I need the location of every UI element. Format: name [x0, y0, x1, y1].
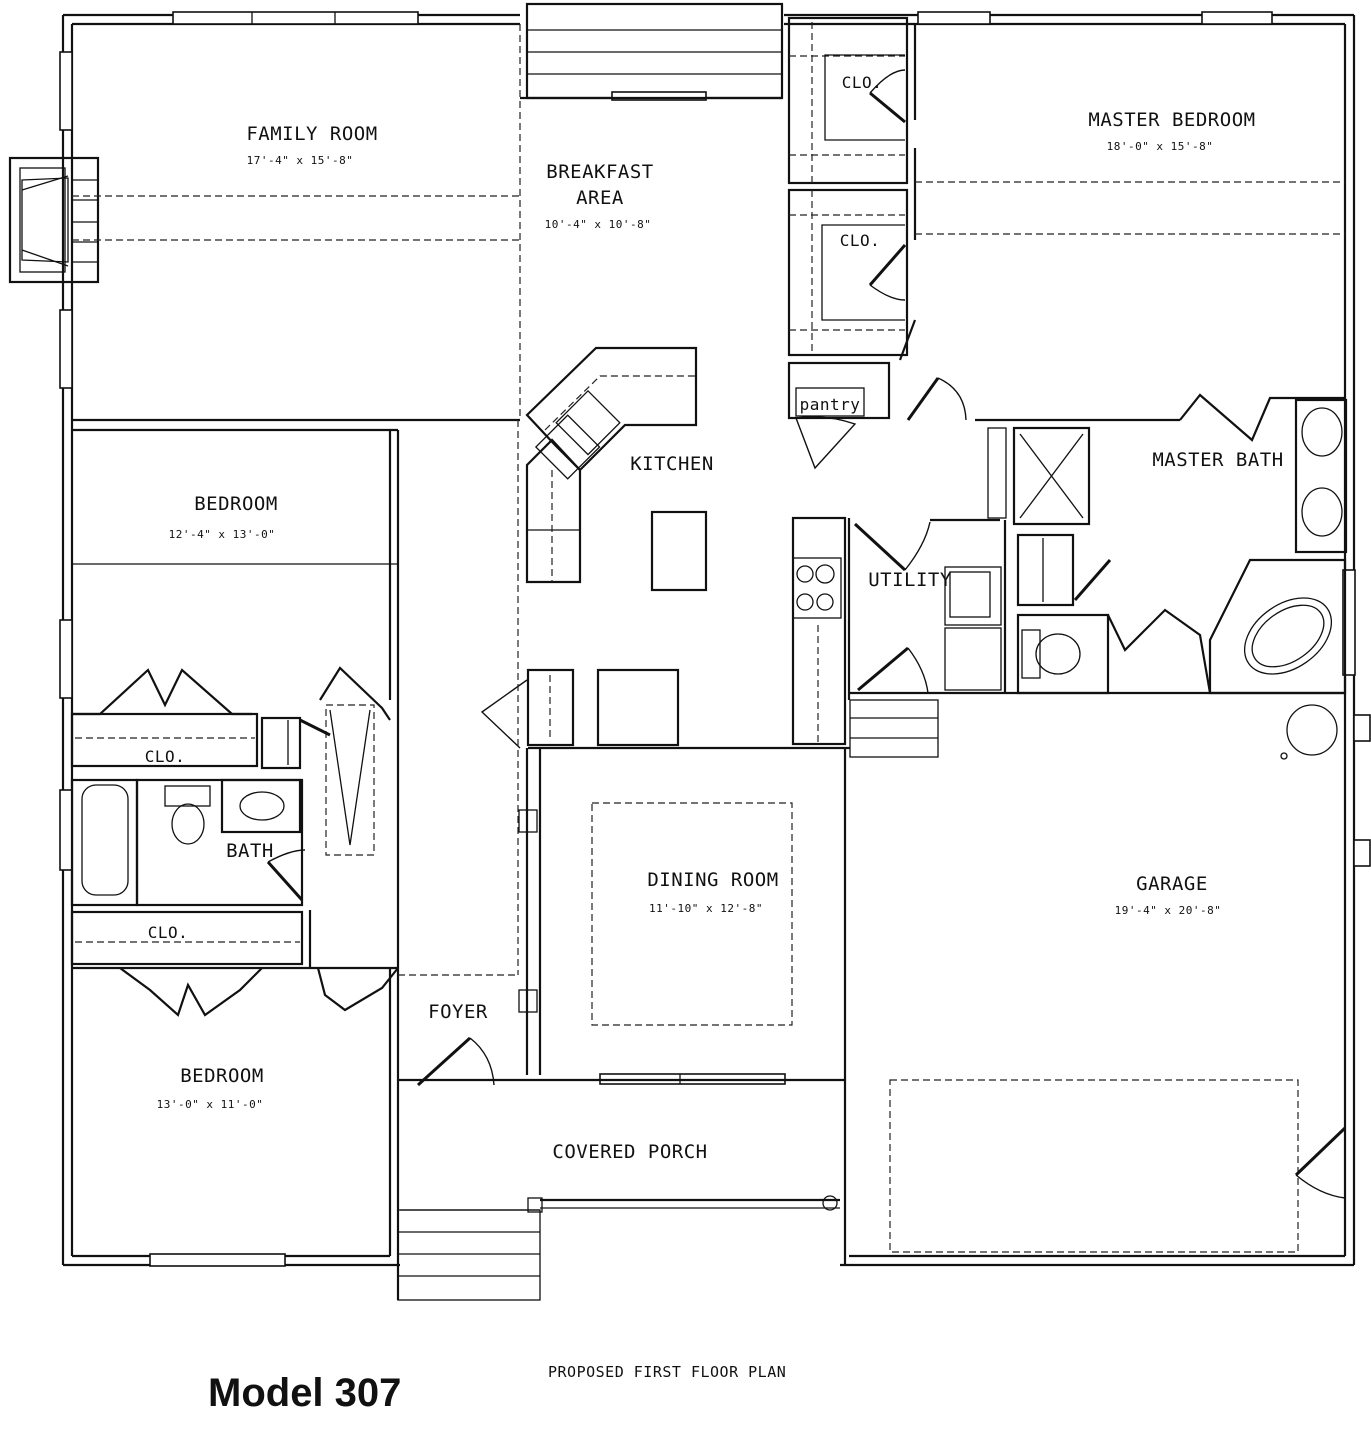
toilet-tank	[164, 785, 211, 807]
water-heater	[1286, 704, 1338, 756]
garage: GARAGE 19'-4" x 20'-8"	[849, 699, 1347, 1253]
fireplace	[8, 156, 100, 284]
dining-room-label: DINING ROOM	[647, 869, 778, 891]
family-room: FAMILY ROOM 17'-4" x 15'-8"	[72, 24, 521, 422]
master-bedroom: MASTER BEDROOM 18'-0" x 15'-8"	[898, 24, 1345, 442]
breakfast-area-dims: 10'-4" x 10'-8"	[545, 218, 652, 231]
dining-room-dims: 11'-10" x 12'-8"	[649, 902, 763, 915]
master-closets: CLO. CLO. pantry	[787, 16, 909, 470]
bedroom-2-dims: 13'-0" x 11'-0"	[157, 1098, 264, 1111]
closet-bed-2-label: CLO.	[148, 923, 189, 942]
breakfast-area: BREAKFAST AREA 10'-4" x 10'-8"	[520, 2, 784, 231]
garage-label: GARAGE	[1136, 873, 1208, 895]
garage-steps	[849, 699, 939, 758]
car-outline	[889, 1079, 1299, 1253]
bedroom-1-dims: 12'-4" x 13'-0"	[169, 528, 276, 541]
kitchen-island	[650, 510, 708, 592]
master-bedroom-dims: 18'-0" x 15'-8"	[1107, 140, 1214, 153]
plan-subtitle: PROPOSED FIRST FLOOR PLAN	[548, 1363, 786, 1381]
porch-column	[822, 1195, 838, 1211]
hall-bath-block: CLO. BATH CLO.	[70, 666, 399, 1017]
vanity	[220, 778, 302, 834]
linen-closet	[325, 704, 375, 856]
toilet	[171, 803, 205, 845]
family-room-label: FAMILY ROOM	[246, 123, 377, 145]
porch-column	[527, 1197, 543, 1213]
kitchen-counter-corner	[525, 346, 698, 472]
utility: UTILITY	[847, 518, 1345, 700]
foyer: FOYER	[398, 420, 845, 1087]
breakfast-area-label-2: AREA	[576, 187, 624, 209]
washer	[944, 627, 1002, 691]
porch-steps	[397, 1209, 541, 1301]
bedroom-2: BEDROOM 13'-0" x 11'-0"	[72, 966, 398, 1256]
master-bedroom-label: MASTER BEDROOM	[1088, 109, 1255, 131]
closet-master-1-label: CLO.	[842, 73, 883, 92]
model-label: Model 307	[208, 1371, 401, 1415]
utility-label: UTILITY	[868, 569, 952, 591]
master-bath-label: MASTER BATH	[1152, 449, 1283, 471]
bedroom-1-label: BEDROOM	[194, 493, 278, 515]
plan-titles: Model 307 PROPOSED FIRST FLOOR PLAN	[208, 1363, 786, 1415]
bedroom-2-label: BEDROOM	[180, 1065, 264, 1087]
breakfast-area-label-1: BREAKFAST	[546, 161, 653, 183]
closet-master-2-label: CLO.	[840, 231, 881, 250]
pantry-label: pantry	[800, 395, 861, 414]
kitchen-label: KITCHEN	[630, 453, 714, 475]
bedroom-1: BEDROOM 12'-4" x 13'-0"	[72, 428, 400, 1085]
refrigerator	[596, 668, 680, 747]
covered-porch-label: COVERED PORCH	[552, 1141, 707, 1163]
dryer	[944, 566, 1002, 626]
bath-label: BATH	[226, 840, 274, 862]
foyer-label: FOYER	[428, 1001, 488, 1023]
closet-bed-1-label: CLO.	[145, 747, 186, 766]
dining-rug	[591, 802, 793, 1026]
cooktop	[792, 557, 842, 619]
shower	[1012, 426, 1091, 526]
double-vanity	[1294, 398, 1348, 554]
master-bath: MASTER BATH	[987, 398, 1348, 695]
family-room-dims: 17'-4" x 15'-8"	[247, 154, 354, 167]
kitchen: KITCHEN	[480, 346, 850, 750]
garage-dims: 19'-4" x 20'-8"	[1115, 904, 1222, 917]
dining-room: DINING ROOM 11'-10" x 12'-8"	[591, 748, 847, 1265]
covered-porch: COVERED PORCH	[396, 1085, 840, 1301]
